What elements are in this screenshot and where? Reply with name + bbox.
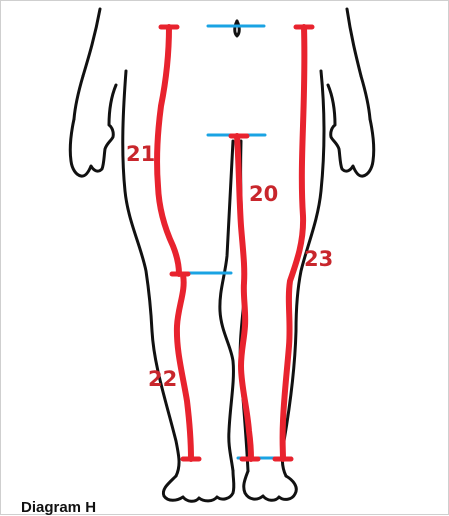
measure-line-21 [157,27,179,274]
left-arm-outline [74,76,83,119]
measurement-label-21: 21 [126,142,155,166]
measurement-label-20: 20 [249,182,278,206]
left-leg-inner-outline [220,141,234,471]
measure-line-23 [283,27,305,459]
measurement-label-23: 23 [304,247,333,271]
right-foot-outline [244,471,297,500]
right-arm-outline [361,76,370,119]
left-foot-outline [163,471,234,501]
measurement-label-22: 22 [148,367,177,391]
torso-left-outline [83,9,100,76]
navel-mark [235,21,240,36]
diagram-caption: Diagram H [21,499,96,516]
measure-line-22 [177,275,191,459]
torso-right-outline [347,9,361,76]
